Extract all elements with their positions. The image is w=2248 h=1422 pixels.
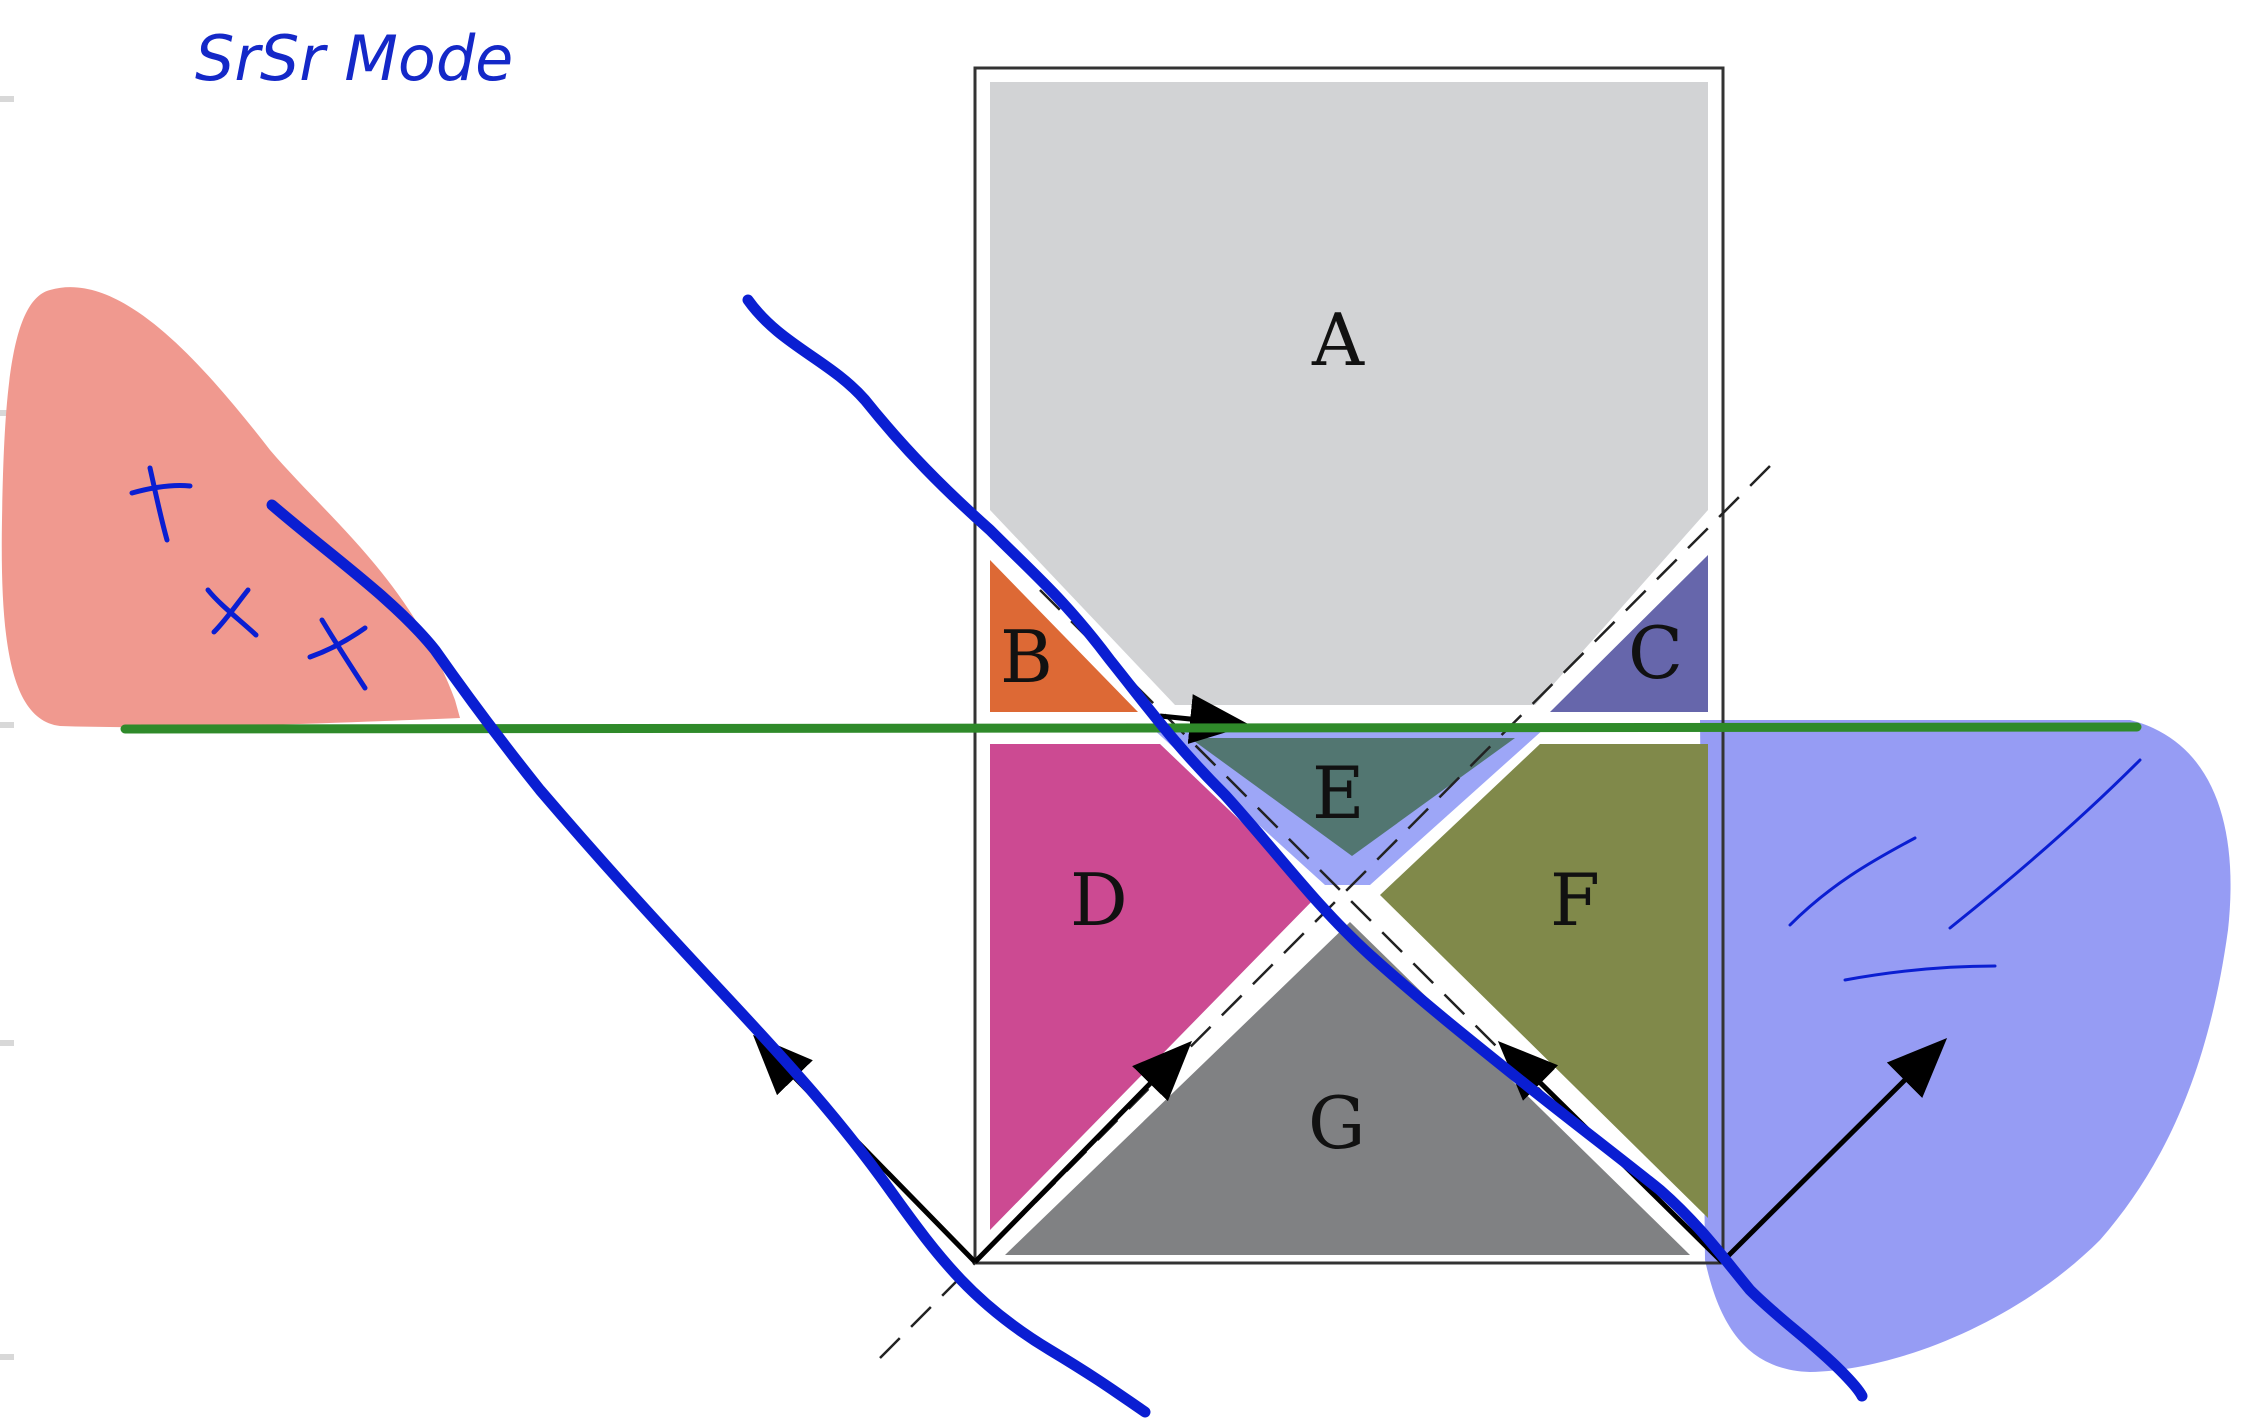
- red-blob: [1, 287, 460, 728]
- region-F: [1380, 744, 1708, 1218]
- blue-ink-line-left: [266, 499, 1151, 1418]
- region-A: [990, 82, 1708, 705]
- arrow-horizontal-short: [1159, 694, 1250, 744]
- margin-tick: [0, 722, 14, 728]
- region-label-C: C: [1628, 611, 1683, 695]
- region-label-F: F: [1550, 858, 1600, 942]
- dashed-diagonal-falling: [1039, 589, 1581, 1131]
- region-B: [990, 560, 1138, 712]
- blue-ink-lines: [266, 294, 1868, 1418]
- region-label-B: B: [1000, 615, 1053, 699]
- region-D: [990, 744, 1318, 1230]
- blue-blob: [1700, 720, 2231, 1372]
- blue-ink-line-middle: [742, 294, 1868, 1402]
- region-G: [1005, 922, 1690, 1255]
- region-label-G: G: [1308, 1081, 1366, 1165]
- arrow-far-right: [1720, 1037, 1948, 1264]
- region-E: [1190, 738, 1515, 856]
- region-label-E: E: [1312, 751, 1365, 835]
- handwritten-marks: [129, 465, 368, 691]
- green-horizon-line: [120, 722, 2142, 734]
- region-C: [1550, 555, 1708, 712]
- region-label-A: A: [1311, 298, 1365, 382]
- margin-tick: [0, 1354, 14, 1360]
- handwritten-title: SrSr Mode: [195, 22, 513, 95]
- margin-tick: [0, 1040, 14, 1046]
- region-label-D: D: [1070, 858, 1128, 942]
- arrow-center-up-right: [973, 1040, 1193, 1264]
- blue-blob-strokes: [1788, 758, 2142, 982]
- margin-tick: [0, 96, 14, 102]
- tall-outline: [973, 66, 1725, 1265]
